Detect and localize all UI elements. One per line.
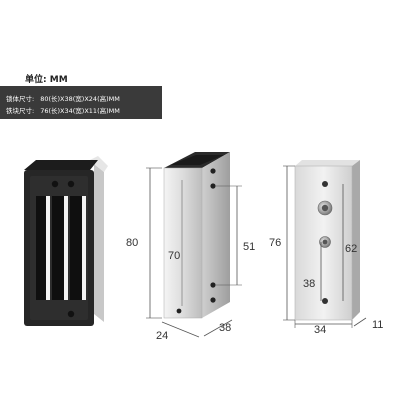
plate-width: 34 — [314, 324, 326, 336]
plate-hole-icon — [322, 181, 328, 187]
mount-hole-icon — [210, 183, 216, 189]
lock-body-front — [202, 152, 230, 318]
plate-hole-offset: 38 — [303, 278, 315, 290]
plate-hole-icon — [322, 298, 328, 304]
lock-photo — [24, 156, 108, 326]
lock-width: 38 — [219, 322, 231, 334]
spec-panel: 锁体尺寸: 80(长)X38(宽)X24(高)MM 铁块尺寸: 76(长)X34(宽… — [0, 86, 162, 119]
mount-hole-icon — [210, 168, 216, 174]
lock-body-size-value: 80(长)X38(宽)X24(高)MM — [40, 95, 120, 103]
dim-line-plate-thickness — [353, 317, 367, 327]
lock-coil-strip — [64, 196, 68, 300]
mount-hole-icon — [210, 282, 216, 288]
plate-thickness: 11 — [372, 319, 383, 331]
plate-hole-span: 62 — [345, 243, 357, 255]
lock-hole-spacing: 51 — [243, 241, 255, 253]
armature-plate-size-row: 铁块尺寸: 76(长)X34(宽)X11(高)MM — [6, 105, 120, 115]
lock-body-drawing: 80 70 51 24 38 — [126, 152, 255, 342]
lock-screw-icon — [67, 310, 75, 318]
dim-line-lock-width — [203, 319, 233, 337]
lock-body-size-label: 锁体尺寸: — [6, 95, 35, 103]
lock-body-side — [164, 168, 202, 318]
lock-depth: 24 — [156, 330, 168, 342]
unit-label: 单位: MM — [25, 75, 68, 85]
mount-hole-icon — [210, 297, 216, 303]
lock-coil-strip — [46, 196, 50, 300]
armature-plate-drawing: 76 62 38 34 11 — [269, 160, 383, 336]
armature-plate-size-label: 铁块尺寸: — [6, 107, 35, 115]
plate-length: 76 — [269, 237, 281, 249]
lock-coil-strip — [82, 196, 86, 300]
lock-side-casing — [94, 164, 104, 322]
lock-screw-icon — [51, 180, 59, 188]
lock-height-outer: 80 — [126, 237, 138, 249]
armature-plate-size-value: 76(长)X34(宽)X11(高)MM — [40, 107, 120, 115]
lock-screw-icon — [67, 180, 75, 188]
lock-height-inner: 70 — [168, 250, 180, 262]
lock-body-size-row: 锁体尺寸: 80(长)X38(宽)X24(高)MM — [6, 93, 120, 103]
dim-line-lock-depth — [161, 321, 200, 338]
